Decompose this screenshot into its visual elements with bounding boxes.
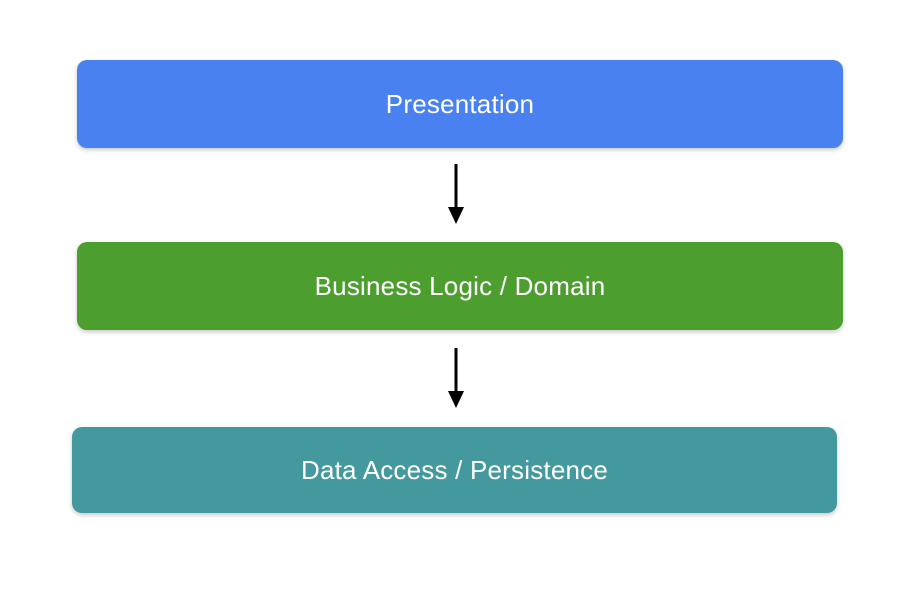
arrow-down-icon xyxy=(448,164,464,224)
layer-node-data-access: Data Access / Persistence xyxy=(72,427,837,513)
arrow-head xyxy=(448,207,464,224)
layer-label-presentation: Presentation xyxy=(385,88,535,119)
layer-node-business-logic: Business Logic / Domain xyxy=(77,242,843,330)
arrow-head xyxy=(448,391,464,408)
layer-node-presentation: Presentation xyxy=(77,60,843,148)
arrow-down-icon xyxy=(448,348,464,408)
layer-label-data-access: Data Access / Persistence xyxy=(300,454,609,485)
layer-label-business-logic: Business Logic / Domain xyxy=(314,270,606,301)
